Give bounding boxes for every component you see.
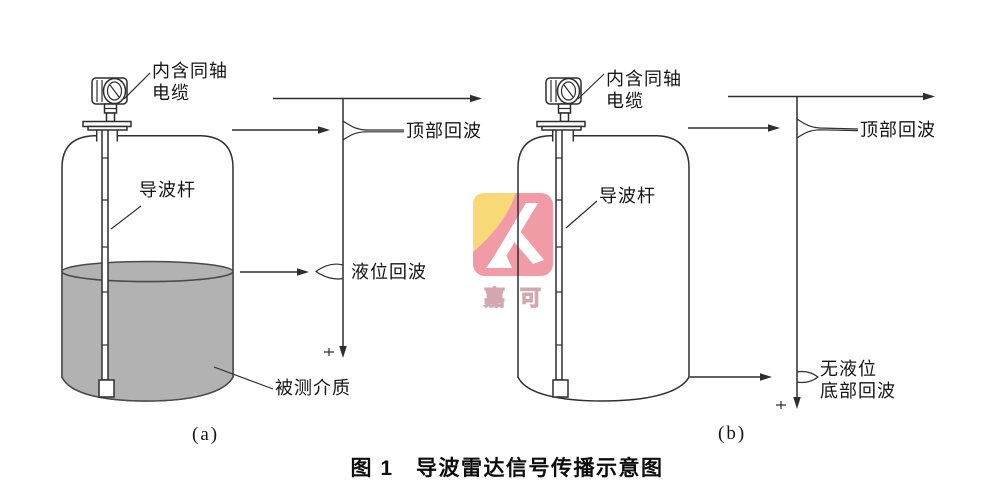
coax-cable-label-b-line2: 电缆 bbox=[606, 91, 644, 111]
coax-cable-label-a-line1: 内含同轴 bbox=[152, 61, 228, 81]
top-echo-label-b: 顶部回波 bbox=[860, 120, 936, 140]
coax-cable-label-a: 内含同轴 电缆 bbox=[152, 60, 228, 104]
top-echo-label-a: 顶部回波 bbox=[406, 121, 482, 141]
leader-medium-a bbox=[213, 366, 274, 390]
no-level-label-b: 无液位 底部回波 bbox=[820, 358, 896, 402]
leader-rod-a bbox=[110, 205, 142, 230]
logo-k-wedge bbox=[486, 246, 512, 268]
signal-b bbox=[688, 92, 935, 409]
level-arrow-a-arrowhead bbox=[297, 268, 309, 276]
emit-arrow-a-arrowhead bbox=[318, 126, 330, 134]
end-tick-a bbox=[324, 348, 334, 356]
leader-coax-a bbox=[123, 72, 151, 100]
coax-cable-label-b-line1: 内含同轴 bbox=[606, 69, 682, 89]
time-axis-a-arrowhead bbox=[470, 94, 482, 103]
bottom-arrow-b-arrowhead bbox=[760, 373, 772, 381]
coax-cable-label-a-line2: 电缆 bbox=[152, 83, 190, 103]
emit-arrow-b-arrowhead bbox=[768, 124, 780, 132]
top-echo-pulse-a bbox=[342, 120, 404, 141]
subfigure-label-a: (a) bbox=[192, 424, 220, 445]
tank-a bbox=[61, 72, 274, 402]
tank-b bbox=[517, 73, 690, 402]
level-echo-label-a: 液位回波 bbox=[351, 262, 427, 282]
top-echo-pulse-b bbox=[796, 118, 859, 139]
coax-cable-label-b: 内含同轴 电缆 bbox=[606, 68, 682, 112]
no-level-label-b-line2: 底部回波 bbox=[820, 381, 896, 401]
figure-caption: 图 1 导波雷达信号传播示意图 bbox=[350, 457, 664, 480]
end-tick-b bbox=[776, 401, 786, 409]
signal-a bbox=[232, 94, 482, 358]
bottom-echo-pulse-b bbox=[796, 370, 820, 384]
waveguide-rod-label-b: 导波杆 bbox=[599, 186, 656, 206]
measured-medium-label-a: 被测介质 bbox=[275, 378, 351, 398]
level-echo-pulse-a bbox=[314, 263, 344, 280]
time-axis-b-arrowhead bbox=[923, 92, 935, 101]
logo-yellow-wedge bbox=[473, 193, 516, 252]
leader-coax-b bbox=[577, 73, 605, 100]
liquid-surface bbox=[61, 260, 234, 283]
subfigure-label-b: (b) bbox=[718, 423, 747, 444]
signal-baseline-a-arrowhead bbox=[339, 346, 347, 358]
watermark-logo bbox=[473, 193, 553, 276]
watermark-text: 嘉可 bbox=[483, 285, 556, 310]
signal-baseline-b-arrowhead bbox=[793, 397, 801, 409]
logo-k-leg bbox=[511, 231, 544, 264]
liquid-body bbox=[61, 271, 234, 402]
waveguide-rod-label-a: 导波杆 bbox=[139, 180, 196, 200]
leader-rod-b bbox=[565, 200, 598, 229]
no-level-label-b-line1: 无液位 bbox=[820, 359, 877, 379]
